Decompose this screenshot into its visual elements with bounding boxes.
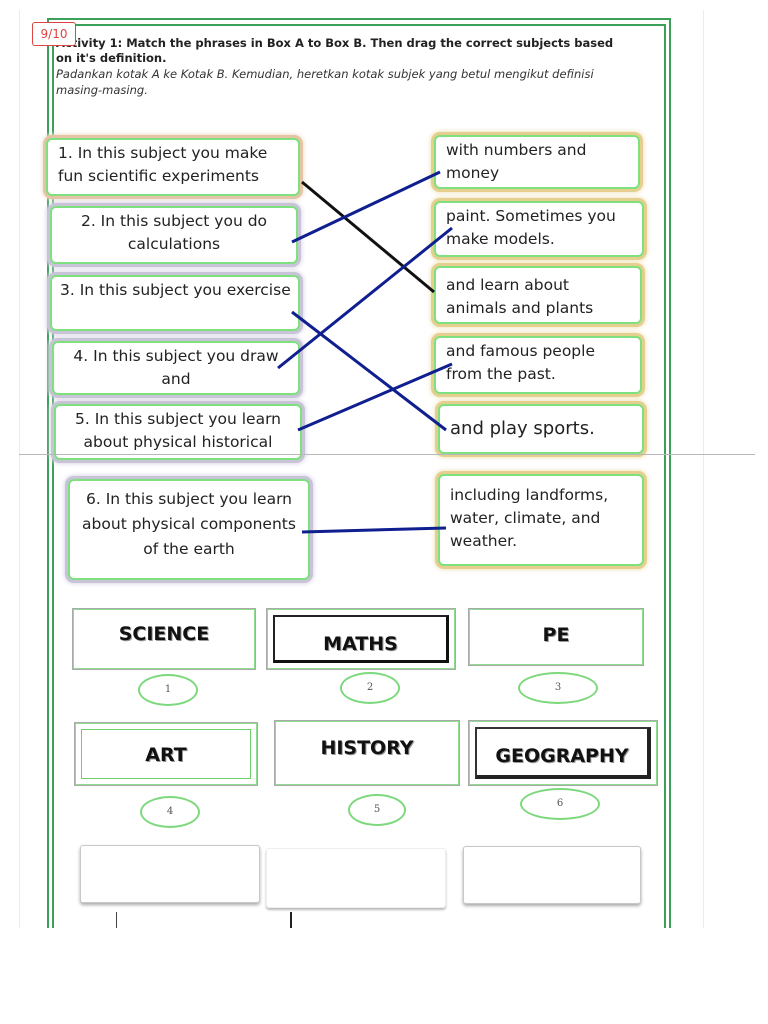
subject-pe-label: PE: [542, 624, 570, 646]
box-b-item-3[interactable]: and learn about animals and plants: [434, 266, 642, 324]
page-indicator: 9/10: [32, 22, 76, 46]
answer-drop-zone-3[interactable]: [463, 846, 641, 904]
box-b-item-5[interactable]: and play sports.: [438, 404, 644, 454]
subject-number-4: 4: [140, 796, 200, 828]
subject-geography-label: GEOGRAPHY: [475, 727, 651, 779]
subject-number-2: 2: [340, 672, 400, 704]
box-a-item-1[interactable]: 1. In this subject you make fun scientif…: [46, 138, 300, 196]
box-a-item-6[interactable]: 6. In this subject you learn about physi…: [68, 479, 310, 580]
box-b-item-4[interactable]: and famous people from the past.: [434, 336, 642, 394]
activity-title: Activity 1: Match the phrases in Box A t…: [56, 36, 614, 65]
box-b-item-6[interactable]: including landforms, water, climate, and…: [438, 474, 644, 566]
box-b-item-2[interactable]: paint. Sometimes you make models.: [434, 201, 644, 257]
page-border-outer: [47, 18, 671, 928]
answer-drop-zone-2[interactable]: [266, 848, 446, 908]
bracket-left: [116, 912, 117, 928]
subject-geography[interactable]: GEOGRAPHY: [468, 720, 658, 786]
subject-number-5: 5: [348, 794, 406, 826]
subject-number-6: 6: [520, 788, 600, 820]
subject-art-label: ART: [81, 729, 251, 779]
subject-number-3: 3: [518, 672, 598, 704]
subject-pe[interactable]: PE: [468, 608, 644, 666]
box-b-item-1[interactable]: with numbers and money: [434, 135, 640, 189]
box-a-item-4[interactable]: 4. In this subject you draw and: [52, 341, 300, 395]
subject-science-label: SCIENCE: [118, 623, 210, 645]
subject-number-1: 1: [138, 674, 198, 706]
box-a-item-2[interactable]: 2. In this subject you do calculations: [50, 206, 298, 264]
activity-subtitle: Padankan kotak A ke Kotak B. Kemudian, h…: [56, 67, 594, 97]
subject-history-label: HISTORY: [320, 737, 414, 759]
bracket-right: [290, 912, 292, 928]
box-a-item-5[interactable]: 5. In this subject you learn about physi…: [54, 404, 302, 460]
subject-maths[interactable]: MATHS: [266, 608, 456, 670]
subject-art[interactable]: ART: [74, 722, 258, 786]
box-a-item-3[interactable]: 3. In this subject you exercise: [50, 275, 300, 331]
subject-history[interactable]: HISTORY: [274, 720, 460, 786]
answer-drop-zone-1[interactable]: [80, 845, 260, 903]
page-border-inner: [52, 24, 666, 928]
subject-maths-label: MATHS: [273, 615, 449, 663]
subject-science[interactable]: SCIENCE: [72, 608, 256, 670]
page-seam: [19, 454, 755, 455]
